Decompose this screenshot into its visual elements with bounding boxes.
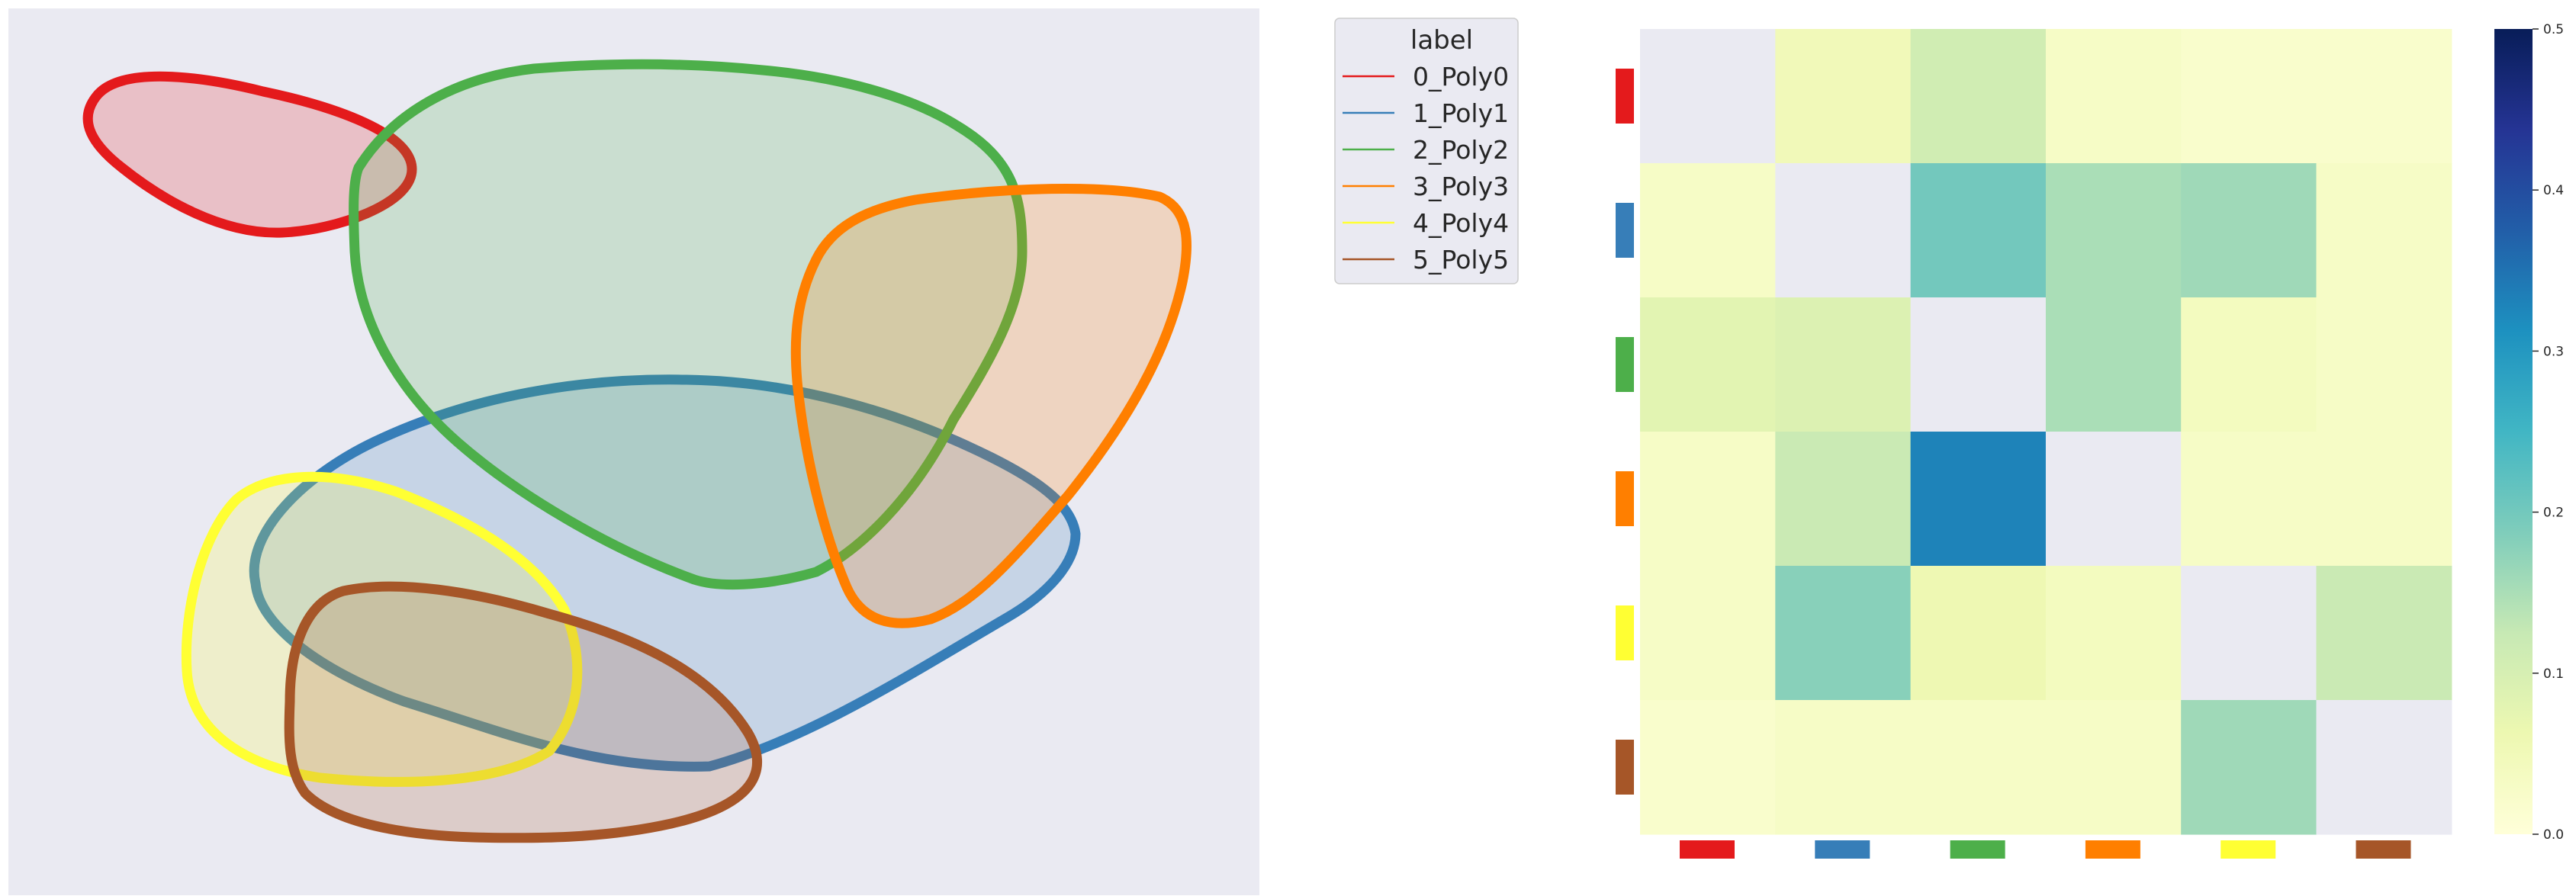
- heatmap-cell-r5-c3: [2045, 700, 2182, 835]
- polygon-4_Poly4: [181, 471, 583, 787]
- heatmap-cell-r1-c3: [2045, 163, 2182, 298]
- row-color-1: [1616, 203, 1634, 258]
- heatmap-cell-r2-c3: [2045, 297, 2182, 432]
- legend-entries: 0_Poly0 1_Poly1 2_Poly2 3_Poly3 4_Poly4 5_Pol…: [1343, 62, 1509, 275]
- heatmap-cell-r1-c2: [1910, 163, 2047, 298]
- row-color-3: [1616, 471, 1634, 526]
- heatmap-cell-r5-c5: [2316, 700, 2452, 835]
- heatmap-cell-r3-c1: [1775, 432, 1912, 567]
- heatmap-cell-r0-c5: [2316, 29, 2452, 164]
- polygon-3_Poly3: [790, 183, 1192, 628]
- polygon-5_Poly5: [284, 581, 763, 843]
- heatmap-cell-r0-c3: [2045, 29, 2182, 164]
- heatmap-cell-r4-c4: [2181, 566, 2317, 701]
- heatmap-cell-r1-c5: [2316, 163, 2452, 298]
- heatmap-cell-r3-c4: [2181, 432, 2317, 567]
- plot-background: [8, 8, 1259, 895]
- polygon-0_Poly0: [82, 71, 417, 238]
- colorbar-tick-label-3: 0.3: [2543, 344, 2564, 359]
- col-color-2: [1950, 840, 2005, 859]
- heatmap-cell-r3-c3: [2045, 432, 2182, 567]
- legend: label 0_Poly0 1_Poly1 2_Poly2 3_Poly3 4_Poly…: [1334, 18, 1519, 284]
- heatmap-cell-r1-c0: [1640, 163, 1776, 298]
- heatmap-cell-r0-c1: [1775, 29, 1912, 164]
- heatmap-cell-r4-c5: [2316, 566, 2452, 701]
- heatmap-cell-r0-c0: [1640, 29, 1776, 164]
- heatmap-cell-r5-c2: [1910, 700, 2047, 835]
- heatmap-cell-r0-c2: [1910, 29, 2047, 164]
- row-color-5: [1616, 740, 1634, 795]
- heatmap-cell-r2-c4: [2181, 297, 2317, 432]
- legend-title: label: [1410, 25, 1473, 56]
- polygon-2_Poly2: [349, 59, 1028, 590]
- colorbar: 0.0 0.1 0.2 0.3 0.4 0.5: [2494, 22, 2564, 843]
- legend-label-2_Poly2: 2_Poly2: [1413, 135, 1509, 165]
- heatmap-cell-r0-c4: [2181, 29, 2317, 164]
- heatmap-cell-r3-c2: [1910, 432, 2047, 567]
- colorbar-tick-label-1: 0.1: [2543, 666, 2564, 682]
- col-color-5: [2356, 840, 2411, 859]
- heatmap-cell-r2-c2: [1910, 297, 2047, 432]
- heatmap-cell-r2-c0: [1640, 297, 1776, 432]
- heatmap-cell-r5-c1: [1775, 700, 1912, 835]
- heatmap-cell-r3-c0: [1640, 432, 1776, 567]
- heatmap-cell-r4-c2: [1910, 566, 2047, 701]
- heatmap-cell-r1-c4: [2181, 163, 2317, 298]
- col-color-0: [1680, 840, 1735, 859]
- heatmap-cell-r3-c5: [2316, 432, 2452, 567]
- heatmap-cell-r5-c0: [1640, 700, 1776, 835]
- row-color-4: [1616, 605, 1634, 660]
- heatmap-row-colors: [1616, 69, 1634, 795]
- row-color-0: [1616, 69, 1634, 124]
- colorbar-tick-label-0: 0.0: [2543, 827, 2564, 843]
- colorbar-ticks: 0.0 0.1 0.2 0.3 0.4 0.5: [2533, 22, 2564, 843]
- heatmap-cell-r2-c5: [2316, 297, 2452, 432]
- row-color-2: [1616, 337, 1634, 392]
- colorbar-tick-label-2: 0.2: [2543, 506, 2564, 521]
- col-color-1: [1815, 840, 1870, 859]
- legend-label-5_Poly5: 5_Poly5: [1413, 245, 1509, 275]
- colorbar-tick-label-5: 0.5: [2543, 22, 2564, 37]
- heatmap: [1640, 29, 2452, 835]
- legend-label-1_Poly1: 1_Poly1: [1413, 98, 1509, 128]
- legend-label-3_Poly3: 3_Poly3: [1413, 172, 1509, 201]
- heatmap-cell-r5-c4: [2181, 700, 2317, 835]
- col-color-3: [2085, 840, 2140, 859]
- heatmap-cell-r4-c3: [2045, 566, 2182, 701]
- heatmap-cell-r4-c1: [1775, 566, 1912, 701]
- legend-frame: [1334, 18, 1519, 284]
- col-color-4: [2221, 840, 2276, 859]
- colorbar-tick-label-4: 0.4: [2543, 183, 2564, 198]
- legend-label-4_Poly4: 4_Poly4: [1413, 208, 1509, 238]
- colorbar-gradient: [2494, 29, 2533, 834]
- heatmap-cell-r4-c0: [1640, 566, 1776, 701]
- heatmap-col-colors: [1680, 840, 2411, 859]
- heatmap-cell-r2-c1: [1775, 297, 1912, 432]
- legend-label-0_Poly0: 0_Poly0: [1413, 62, 1509, 92]
- polygon-plot: [8, 8, 1259, 895]
- heatmap-cell-r1-c1: [1775, 163, 1912, 298]
